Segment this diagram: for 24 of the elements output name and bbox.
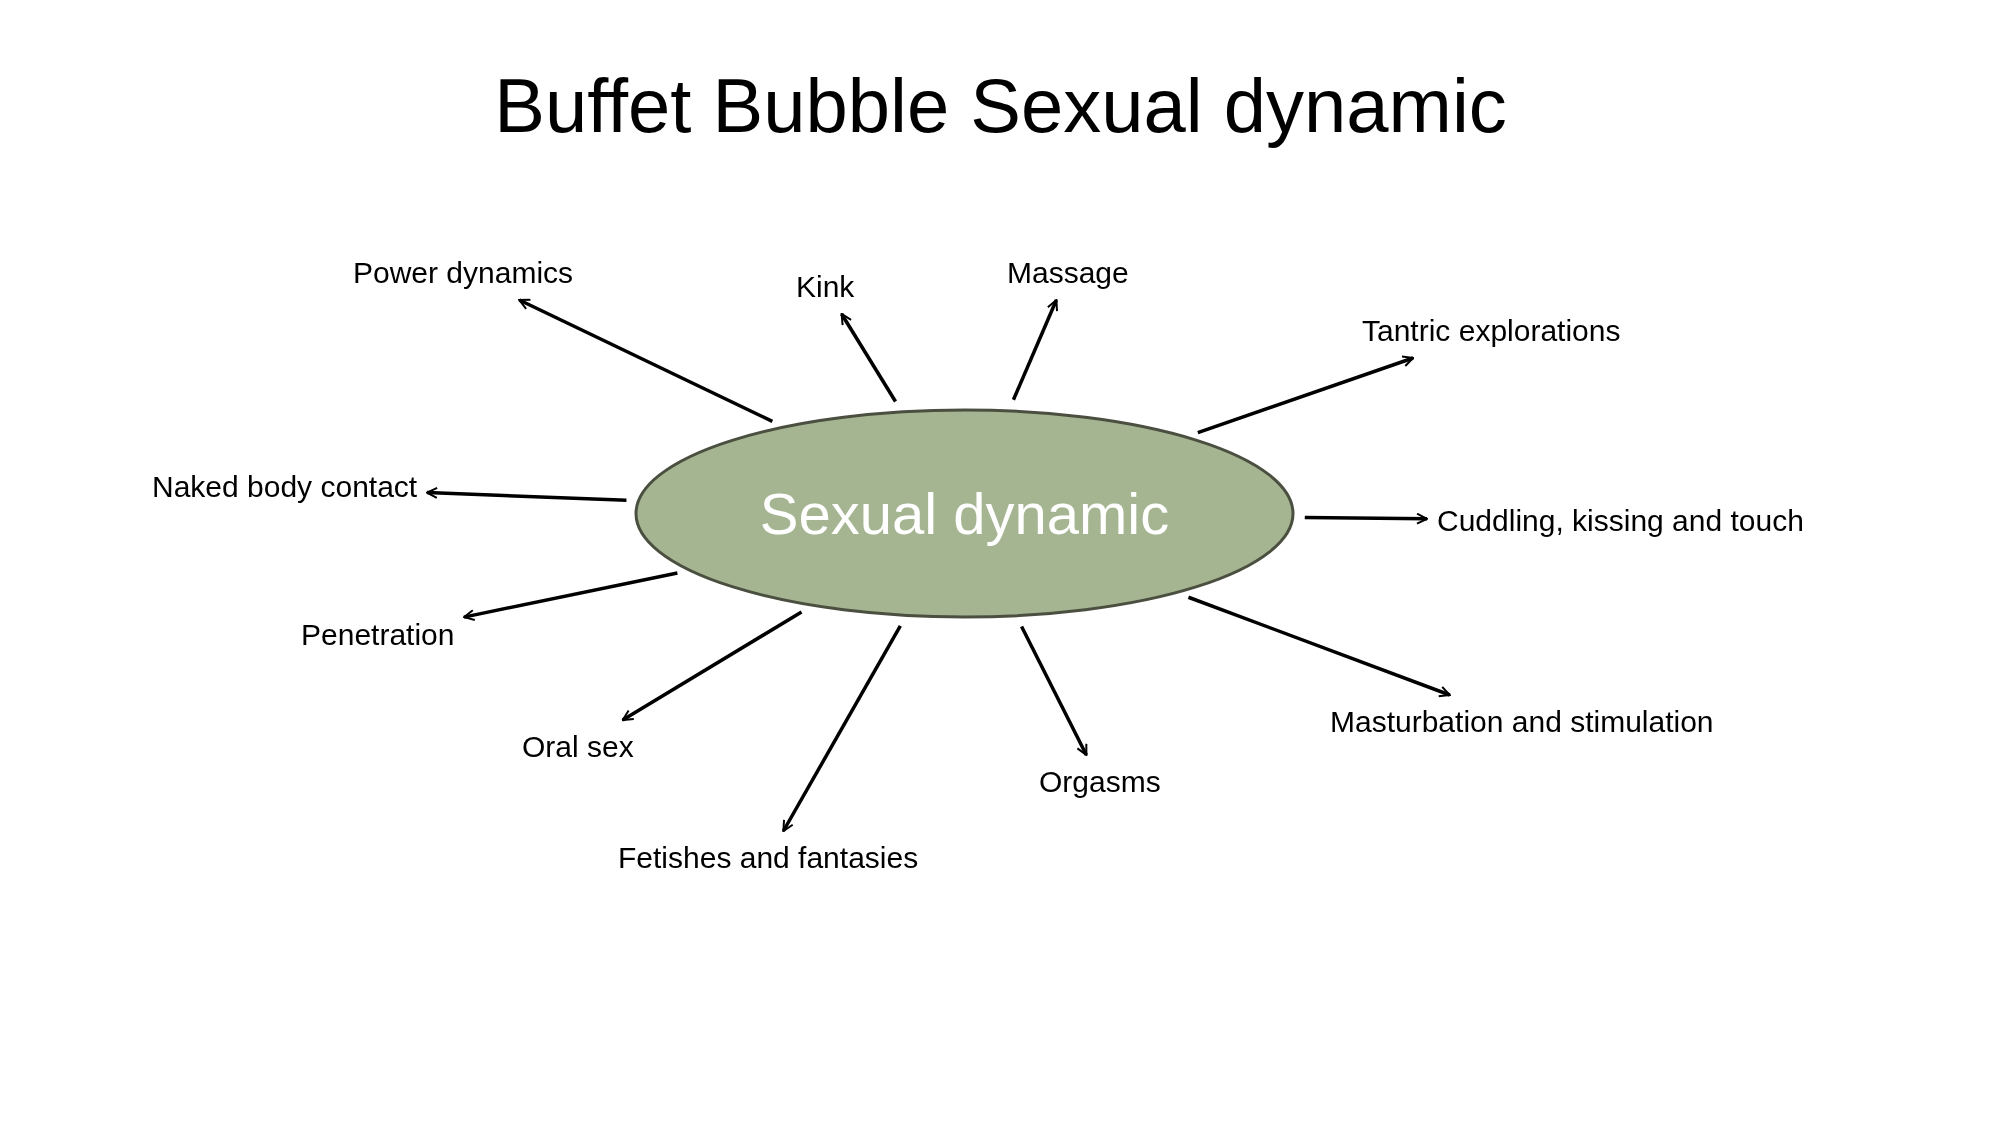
topic-label: Power dynamics <box>353 256 574 290</box>
topic-label: Tantric explorations <box>1362 314 1621 348</box>
arrow <box>1197 355 1415 435</box>
arrow <box>621 610 803 722</box>
arrow <box>518 298 774 423</box>
arrow <box>1020 625 1088 756</box>
arrow <box>781 625 902 832</box>
arrow <box>426 486 627 503</box>
topic-label: Fetishes and fantasies <box>618 841 919 875</box>
arrow <box>1011 299 1058 401</box>
arrow <box>840 313 897 403</box>
arrow <box>1304 512 1428 525</box>
topic-label: Penetration <box>301 618 455 652</box>
arrow <box>1187 595 1451 698</box>
topic-label: Orgasms <box>1039 765 1161 799</box>
topic-label: Kink <box>796 270 855 304</box>
title: Buffet Bubble Sexual dynamic <box>494 62 1507 149</box>
topic-label: Cuddling, kissing and touch <box>1437 504 1804 538</box>
topic-label: Naked body contact <box>152 470 418 504</box>
ellipse-label: Sexual dynamic <box>759 480 1170 547</box>
topic-label: Massage <box>1007 256 1129 290</box>
topic-label: Masturbation and stimulation <box>1330 705 1714 739</box>
topic-label: Oral sex <box>522 730 634 764</box>
arrow <box>463 571 678 621</box>
